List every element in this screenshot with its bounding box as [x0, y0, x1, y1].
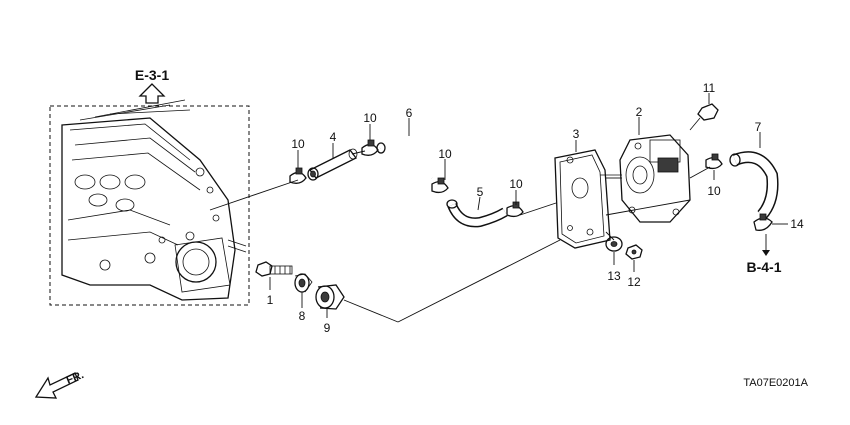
part-4-straight-hose [307, 148, 358, 181]
reference-code-right: B-4-1 [746, 259, 781, 275]
part-10-clip-a [289, 167, 307, 184]
intake-manifold-illustration [61, 99, 247, 301]
callout-10-a: 10 [291, 137, 305, 151]
callout-11: 11 [703, 81, 716, 95]
part-5-hose [446, 199, 508, 228]
callout-8: 8 [299, 309, 306, 323]
callout-7: 7 [755, 120, 762, 134]
part-10-clip-e [705, 153, 723, 170]
part-3-plate [554, 149, 611, 249]
callout-10-c: 10 [438, 147, 452, 161]
callout-9: 9 [324, 321, 331, 335]
callout-2: 2 [636, 105, 643, 119]
callout-4: 4 [330, 130, 337, 144]
reference-code-top: E-3-1 [135, 67, 169, 83]
part-11-bolt [689, 103, 719, 131]
part-10-clip-b [361, 139, 379, 156]
callout-10-e: 10 [707, 184, 721, 198]
manifold-dashed-box [49, 105, 250, 306]
part-12-nut [625, 244, 643, 260]
down-arrow-icon [762, 250, 770, 256]
callout-6: 6 [406, 106, 413, 120]
leader-lines [269, 93, 788, 318]
callout-14: 14 [790, 217, 804, 231]
part-10-clip-d [506, 201, 524, 218]
callout-3: 3 [573, 127, 580, 141]
part-6-bent-hose [376, 134, 435, 179]
callout-12: 12 [627, 275, 641, 289]
part-1-bolt [255, 261, 293, 277]
part-9-grommet [315, 284, 345, 310]
front-direction-arrow-icon [34, 372, 79, 399]
callout-labels: 1 2 3 4 5 6 7 8 9 10 10 10 10 11 12 13 1… [267, 81, 804, 335]
part-2-valve [600, 134, 691, 223]
direction-label: FR. [65, 369, 86, 387]
callout-1: 1 [267, 293, 274, 307]
callout-10-b: 10 [363, 111, 377, 125]
diagram-code: TA07E0201A [743, 377, 808, 389]
hollow-up-arrow-icon [138, 83, 166, 104]
callout-5: 5 [477, 185, 484, 199]
part-7-bent-hose [729, 151, 779, 219]
part-14-clamp [753, 213, 773, 231]
part-10-clip-c [431, 177, 449, 194]
callout-13: 13 [607, 269, 621, 283]
assembly-lines [209, 150, 711, 323]
part-8-collar [294, 273, 313, 293]
callout-10-d: 10 [509, 177, 523, 191]
part-13-washer [605, 236, 623, 252]
